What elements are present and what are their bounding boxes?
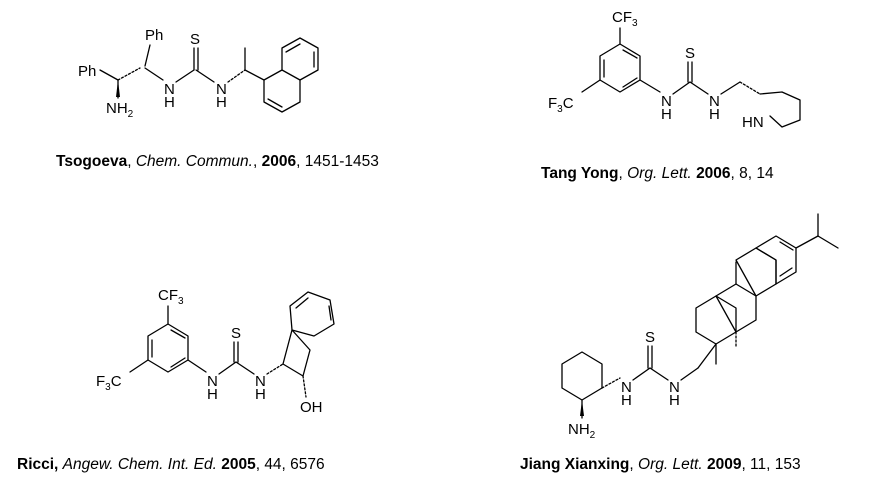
hn-label: HN [742, 114, 764, 131]
phenyl-label-2: Ph [145, 27, 163, 44]
structure-tsogoeva: Ph NH2 Ph N H S N H [78, 27, 319, 120]
h-label: H [164, 94, 175, 111]
citation-journal: Org. Lett. [627, 165, 692, 182]
citation-journal: Angew. Chem. Int. Ed. [62, 456, 217, 473]
phenyl-label: Ph [78, 63, 96, 80]
f3c-label-2: F3C [96, 373, 122, 393]
n-label-8: N [669, 379, 680, 396]
citation-year: 2005 [221, 456, 256, 473]
h-label-3: H [661, 106, 672, 123]
sulfur-label: S [190, 31, 200, 48]
h-label-4: H [709, 106, 720, 123]
citation-journal: Org. Lett. [638, 456, 703, 473]
citation-author: Ricci, [17, 456, 59, 473]
structure-ricci: CF3 F3C N H S N H OH [96, 287, 335, 416]
citation-volume-pages: , 44, 6576 [255, 456, 325, 473]
n-label-3: N [661, 93, 672, 110]
n-label-7: N [621, 379, 632, 396]
citation-volume-pages: , 8, 14 [730, 165, 774, 182]
citation-jiang-xianxing: Jiang Xianxing, Org. Lett. 2009, 11, 153 [520, 456, 801, 473]
n-label-5: N [207, 373, 218, 390]
h-label-5: H [207, 386, 218, 403]
n-label-4: N [709, 93, 720, 110]
amine-label-2: NH2 [568, 421, 596, 441]
cf3-label-2: CF3 [158, 287, 184, 307]
citation-author: Jiang Xianxing [520, 456, 630, 473]
citation-volume-pages: , 1451-1453 [296, 153, 379, 170]
citation-author: Tang Yong [541, 165, 619, 182]
citation-tang-yong: Tang Yong, Org. Lett. 2006, 8, 14 [541, 165, 774, 182]
citation-volume-pages: , 11, 153 [741, 456, 801, 473]
sulfur-label-4: S [645, 329, 655, 346]
h-label-8: H [669, 392, 680, 409]
cf3-label: CF3 [612, 9, 638, 29]
n-label-6: N [255, 373, 266, 390]
sulfur-label-2: S [685, 45, 695, 62]
citation-year: 2006 [261, 153, 297, 170]
structure-tang-yong: CF3 F3C N H S N H HN [548, 9, 801, 131]
f3c-label: F3C [548, 95, 574, 115]
citation-ricci: Ricci, Angew. Chem. Int. Ed. 2005, 44, 6… [17, 456, 325, 474]
amine-label: NH2 [106, 100, 134, 120]
citation-year: 2009 [706, 456, 742, 473]
n-label-2: N [216, 81, 227, 98]
structure-jiang-xianxing: NH2 N H S N H [561, 213, 839, 441]
citation-year: 2006 [696, 165, 731, 182]
citation-author: Tsogoeva [56, 153, 128, 170]
h-label-7: H [621, 392, 632, 409]
hydroxyl-label: OH [300, 399, 323, 416]
citation-journal: Chem. Commun. [135, 153, 253, 170]
h-label-2: H [216, 94, 227, 111]
h-label-6: H [255, 386, 266, 403]
sulfur-label-3: S [231, 325, 241, 342]
citation-tsogoeva: Tsogoeva, Chem. Commun., 2006, 1451-1453 [56, 153, 379, 170]
n-label: N [164, 81, 175, 98]
